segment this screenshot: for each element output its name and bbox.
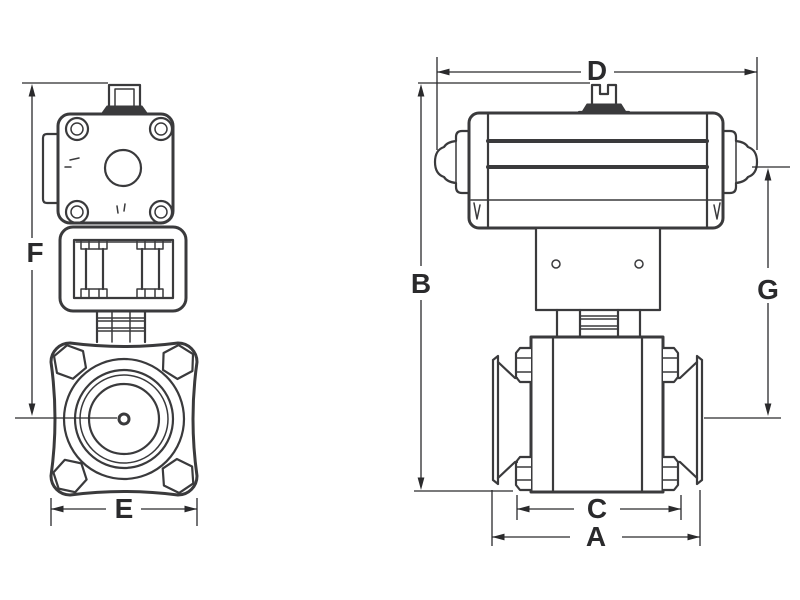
dimension-label-b: B [411, 268, 431, 299]
dimension-C: C [516, 493, 682, 524]
cap-clip-left [473, 202, 481, 220]
side-tab [41, 132, 60, 205]
actuator-side [433, 111, 759, 230]
cap-clip-right [713, 202, 721, 220]
stem-boss-front [101, 83, 148, 114]
dimension-label-c: C [587, 493, 607, 524]
dimension-label-g: G [757, 274, 779, 305]
actuator-front [41, 112, 175, 225]
body-nut [514, 455, 533, 492]
mounting-bracket-front [58, 225, 188, 313]
dimension-A: A [491, 490, 701, 552]
mounting-bracket-side [534, 226, 662, 312]
valve-flange-front [49, 341, 199, 497]
center-bore [103, 148, 143, 188]
stem-coupling-side [555, 308, 642, 339]
dimension-F: F [15, 82, 117, 419]
side-view [433, 83, 759, 494]
dimension-B: B [411, 82, 590, 492]
dimension-D: D [436, 55, 758, 150]
dimension-G: G [704, 166, 790, 419]
body-nut [514, 346, 533, 384]
body-nut [661, 455, 680, 492]
position-indicator [577, 83, 631, 114]
clamp-ferrule-left [491, 354, 519, 486]
clamp-ferrule-right [676, 354, 704, 486]
end-cap-boss-left [433, 129, 471, 195]
stem-coupling-front [95, 309, 147, 344]
center-point [117, 412, 131, 426]
front-view [41, 83, 199, 497]
valve-body-side [491, 335, 704, 494]
body-nut [661, 346, 680, 384]
end-cap-boss-right [721, 129, 759, 195]
dimension-label-e: E [115, 493, 134, 524]
dimension-E: E [50, 493, 198, 526]
dimension-label-a: A [586, 521, 606, 552]
dimension-label-f: F [26, 237, 43, 268]
dimension-label-d: D [587, 55, 607, 86]
